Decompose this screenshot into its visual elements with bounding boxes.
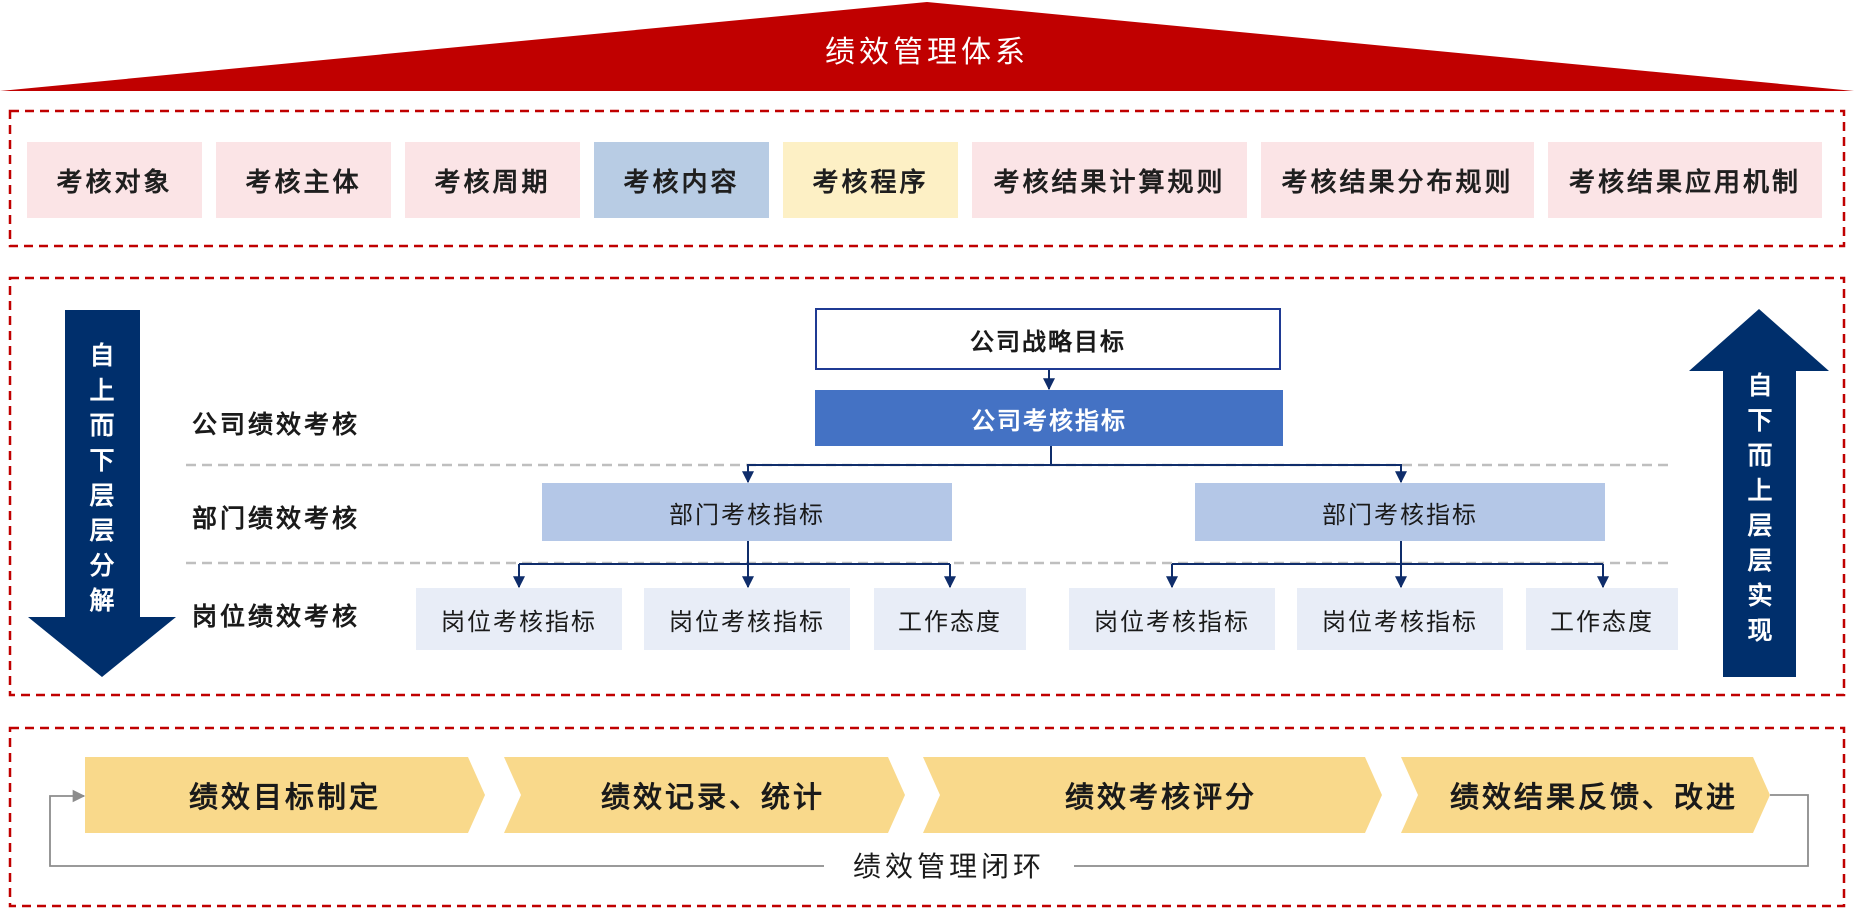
element-box-5 [972,142,1247,218]
cycle-loop-label: 绩效管理闭环 [824,843,1074,887]
element-label-2: 考核周期 [434,167,551,198]
tree-connectors [513,370,1609,589]
node-position-2: 工作态度 [874,588,1026,650]
element-box-0 [27,142,202,218]
level-label-department: 部门绩效考核 [192,504,361,533]
element-label-6: 考核结果分布规则 [1281,167,1514,198]
node-position-1: 岗位考核指标 [644,588,850,650]
top-down-label: 自上而下层层分解 [89,341,115,615]
cycle-section-frame [8,726,1846,908]
cycle-step-2: 绩效考核评分 [1064,780,1257,814]
bottom-up-label: 自下而上层层实现 [1747,371,1773,645]
level-label-position: 岗位绩效考核 [192,602,361,631]
cycle-step-0: 绩效目标制定 [188,780,381,814]
cycle-step-shape-2 [923,757,1382,833]
node-position-3: 岗位考核指标 [1069,588,1275,650]
hierarchy-section-frame [8,276,1846,697]
element-label-0: 考核对象 [56,167,173,198]
node-position-4: 岗位考核指标 [1297,588,1503,650]
element-box-2 [405,142,580,218]
element-box-6 [1261,142,1534,218]
bottom-up-arrow [1689,309,1829,677]
cycle-step-shape-3 [1401,757,1770,833]
node-position-0: 岗位考核指标 [416,588,622,650]
elements-section-frame [8,109,1846,248]
node-company-kpi: 公司考核指标 [815,390,1283,446]
level-label-company: 公司绩效考核 [192,410,361,439]
page-title: 绩效管理体系 [825,35,1029,70]
cycle-step-3: 绩效结果反馈、改进 [1449,780,1738,814]
cycle-step-shape-0 [85,757,485,833]
node-company-strategy: 公司战略目标 [815,308,1281,370]
element-box-7 [1548,142,1822,218]
node-dept-kpi-left: 部门考核指标 [542,483,952,541]
cycle-step-1: 绩效记录、统计 [600,780,825,814]
top-down-arrow [28,310,176,677]
roof-shape [0,2,1854,91]
element-box-4 [783,142,958,218]
element-label-3: 考核内容 [623,167,740,198]
element-label-7: 考核结果应用机制 [1568,167,1801,198]
element-label-5: 考核结果计算规则 [993,167,1226,198]
node-position-5: 工作态度 [1526,588,1678,650]
element-box-3 [594,142,769,218]
element-box-1 [216,142,391,218]
cycle-step-shape-1 [504,757,905,833]
node-dept-kpi-right: 部门考核指标 [1195,483,1605,541]
element-label-4: 考核程序 [812,167,929,198]
element-label-1: 考核主体 [245,167,362,198]
